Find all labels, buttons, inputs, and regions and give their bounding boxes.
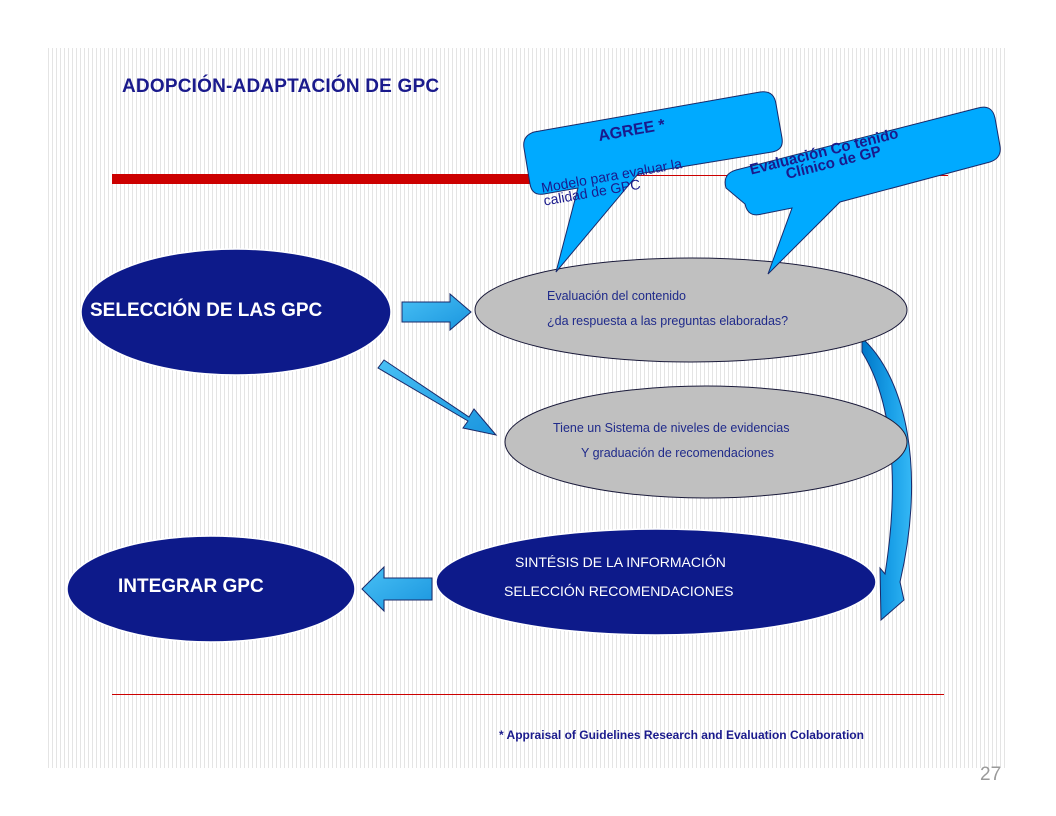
label-sintesis-line2: SELECCIÓN RECOMENDACIONES bbox=[504, 583, 734, 599]
label-integrar-gpc: INTEGRAR GPC bbox=[118, 576, 264, 597]
label-contenido-line1: Evaluación del contenido bbox=[547, 289, 686, 303]
arrow-seleccion-to-niveles bbox=[377, 359, 498, 436]
callout-agree bbox=[523, 91, 783, 273]
curved-connector-arrow bbox=[861, 336, 913, 622]
node-evaluacion-contenido bbox=[474, 257, 908, 363]
node-sintesis bbox=[435, 528, 877, 636]
node-integrar-gpc bbox=[66, 535, 356, 643]
arrow-sintesis-to-integrar bbox=[361, 565, 433, 613]
node-seleccion-gpc bbox=[80, 248, 392, 376]
label-sintesis-line1: SINTÉSIS DE LA INFORMACIÓN bbox=[515, 554, 726, 570]
slide-title: ADOPCIÓN-ADAPTACIÓN DE GPC bbox=[122, 76, 440, 97]
node-niveles-evidencia bbox=[504, 385, 908, 499]
red-divider-line bbox=[112, 694, 944, 695]
callout-evaluacion-clinico bbox=[724, 106, 1001, 275]
label-niveles-line2: Y graduación de recomendaciones bbox=[581, 446, 774, 460]
label-contenido-line2: ¿da respuesta a las preguntas elaboradas… bbox=[547, 314, 789, 328]
label-seleccion-gpc: SELECCIÓN DE LAS GPC bbox=[90, 300, 323, 321]
label-niveles-line1: Tiene un Sistema de niveles de evidencia… bbox=[553, 421, 790, 435]
red-accent-bar bbox=[112, 174, 552, 184]
page-number: 27 bbox=[980, 764, 1002, 785]
footnote: * Appraisal of Guidelines Research and E… bbox=[499, 728, 864, 742]
arrow-seleccion-to-contenido bbox=[401, 292, 472, 332]
